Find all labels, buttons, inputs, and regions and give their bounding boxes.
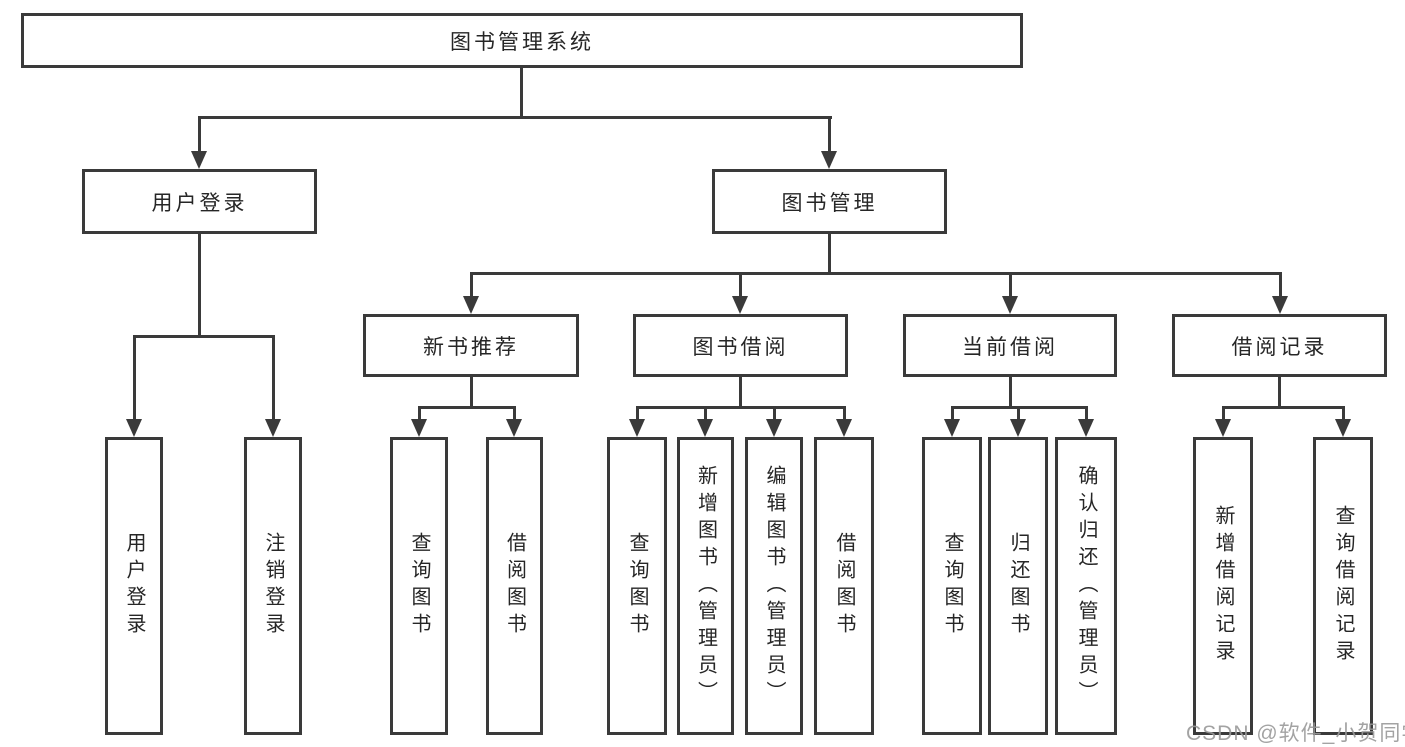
arrowhead-g4-3 <box>1078 419 1094 437</box>
leaf-borrow-books-2-label: 借阅图书 <box>833 532 855 640</box>
arrowhead-g3-4 <box>836 419 852 437</box>
arrowhead-new-books <box>463 296 479 314</box>
arrowhead-book-borrow <box>732 296 748 314</box>
node-current-borrowing-label: 当前借阅 <box>962 335 1058 359</box>
arrowhead-g4-1 <box>944 419 960 437</box>
node-book-management-label: 图书管理 <box>781 191 878 215</box>
arrowhead-borrow-records <box>1272 296 1288 314</box>
leaf-edit-book-admin: 编辑图书（管理员） <box>745 437 803 735</box>
leaf-logout-label: 注销登录 <box>262 532 284 640</box>
connector-drop-g5-2 <box>1342 406 1345 421</box>
node-book-borrowing-label: 图书借阅 <box>692 335 789 359</box>
leaf-query-books-1-label: 查询图书 <box>408 532 430 640</box>
arrowhead-g2-2 <box>506 419 522 437</box>
connector-userlogin-stem <box>198 234 201 338</box>
arrowhead-g4-2 <box>1010 419 1026 437</box>
connector-root-stem <box>520 68 523 118</box>
connector-borrowrecords-stem <box>1278 377 1281 408</box>
connector-borrowrecords-hline <box>1222 406 1345 409</box>
connector-drop-g3-3 <box>773 406 776 421</box>
csdn-watermark: CSDN @软件_小贺同学 <box>1186 722 1405 745</box>
connector-drop-logout-leaf <box>272 335 275 421</box>
connector-currentborrow-stem <box>1009 377 1012 408</box>
leaf-add-book-admin-label: 新增图书（管理员） <box>694 464 717 708</box>
node-root: 图书管理系统 <box>21 13 1023 68</box>
connector-drop-borrow-records <box>1279 272 1282 298</box>
arrowhead-book-mgmt <box>821 151 837 169</box>
arrowhead-login-leaf <box>126 419 142 437</box>
leaf-confirm-return-admin: 确认归还（管理员） <box>1055 437 1117 735</box>
connector-bookmgmt-hline <box>470 272 1282 275</box>
arrowhead-g3-3 <box>766 419 782 437</box>
connector-bookmgmt-stem <box>828 234 831 275</box>
arrowhead-logout-leaf <box>265 419 281 437</box>
connector-drop-g3-4 <box>843 406 846 421</box>
connector-drop-g2-2 <box>513 406 516 421</box>
arrowhead-g5-2 <box>1335 419 1351 437</box>
node-root-label: 图书管理系统 <box>450 30 594 54</box>
connector-drop-g3-2 <box>704 406 707 421</box>
leaf-user-login: 用户登录 <box>105 437 163 735</box>
connector-drop-book-mgmt <box>828 116 831 153</box>
leaf-borrow-books-1: 借阅图书 <box>486 437 543 735</box>
leaf-query-borrow-record: 查询借阅记录 <box>1313 437 1373 735</box>
connector-newbooks-hline <box>418 406 516 409</box>
connector-drop-g5-1 <box>1222 406 1225 421</box>
leaf-confirm-return-admin-label: 确认归还（管理员） <box>1075 464 1097 708</box>
arrowhead-current-borrow <box>1002 296 1018 314</box>
node-current-borrowing: 当前借阅 <box>903 314 1117 377</box>
connector-drop-g3-1 <box>636 406 639 421</box>
leaf-borrow-books-2: 借阅图书 <box>814 437 874 735</box>
leaf-query-books-3: 查询图书 <box>922 437 982 735</box>
connector-root-hline <box>198 116 832 119</box>
connector-userlogin-hline <box>133 335 275 338</box>
leaf-return-books: 归还图书 <box>988 437 1048 735</box>
arrowhead-g3-1 <box>629 419 645 437</box>
leaf-query-books-3-label: 查询图书 <box>941 532 963 640</box>
leaf-add-book-admin: 新增图书（管理员） <box>677 437 734 735</box>
leaf-query-books-2: 查询图书 <box>607 437 667 735</box>
leaf-query-books-2-label: 查询图书 <box>626 532 648 640</box>
leaf-add-borrow-record-label: 新增借阅记录 <box>1212 505 1234 667</box>
node-borrowing-records: 借阅记录 <box>1172 314 1387 377</box>
node-user-login: 用户登录 <box>82 169 317 234</box>
leaf-user-login-label: 用户登录 <box>123 532 145 640</box>
connector-drop-user-login <box>198 116 201 153</box>
leaf-borrow-books-1-label: 借阅图书 <box>503 532 526 640</box>
connector-drop-login-leaf <box>133 335 136 421</box>
arrowhead-g3-2 <box>697 419 713 437</box>
leaf-add-borrow-record: 新增借阅记录 <box>1193 437 1253 735</box>
connector-bookborrow-stem <box>739 377 742 408</box>
connector-drop-g2-1 <box>418 406 421 421</box>
connector-bookborrow-hline <box>636 406 846 409</box>
node-new-book-recommend-label: 新书推荐 <box>423 335 519 359</box>
node-user-login-label: 用户登录 <box>151 191 248 215</box>
leaf-return-books-label: 归还图书 <box>1007 532 1029 640</box>
arrowhead-g5-1 <box>1215 419 1231 437</box>
connector-drop-g4-2 <box>1017 406 1020 421</box>
leaf-query-books-1: 查询图书 <box>390 437 448 735</box>
node-book-borrowing: 图书借阅 <box>633 314 848 377</box>
connector-drop-new-books <box>470 272 473 298</box>
connector-drop-g4-3 <box>1085 406 1088 421</box>
connector-drop-g4-1 <box>951 406 954 421</box>
connector-drop-book-borrow <box>739 272 742 298</box>
node-new-book-recommend: 新书推荐 <box>363 314 579 377</box>
node-book-management: 图书管理 <box>712 169 947 234</box>
connector-newbooks-stem <box>470 377 473 408</box>
arrowhead-user-login <box>191 151 207 169</box>
node-borrowing-records-label: 借阅记录 <box>1231 335 1328 359</box>
leaf-logout: 注销登录 <box>244 437 302 735</box>
arrowhead-g2-1 <box>411 419 427 437</box>
leaf-edit-book-admin-label: 编辑图书（管理员） <box>763 464 785 708</box>
connector-drop-current-borrow <box>1009 272 1012 298</box>
leaf-query-borrow-record-label: 查询借阅记录 <box>1332 505 1354 667</box>
